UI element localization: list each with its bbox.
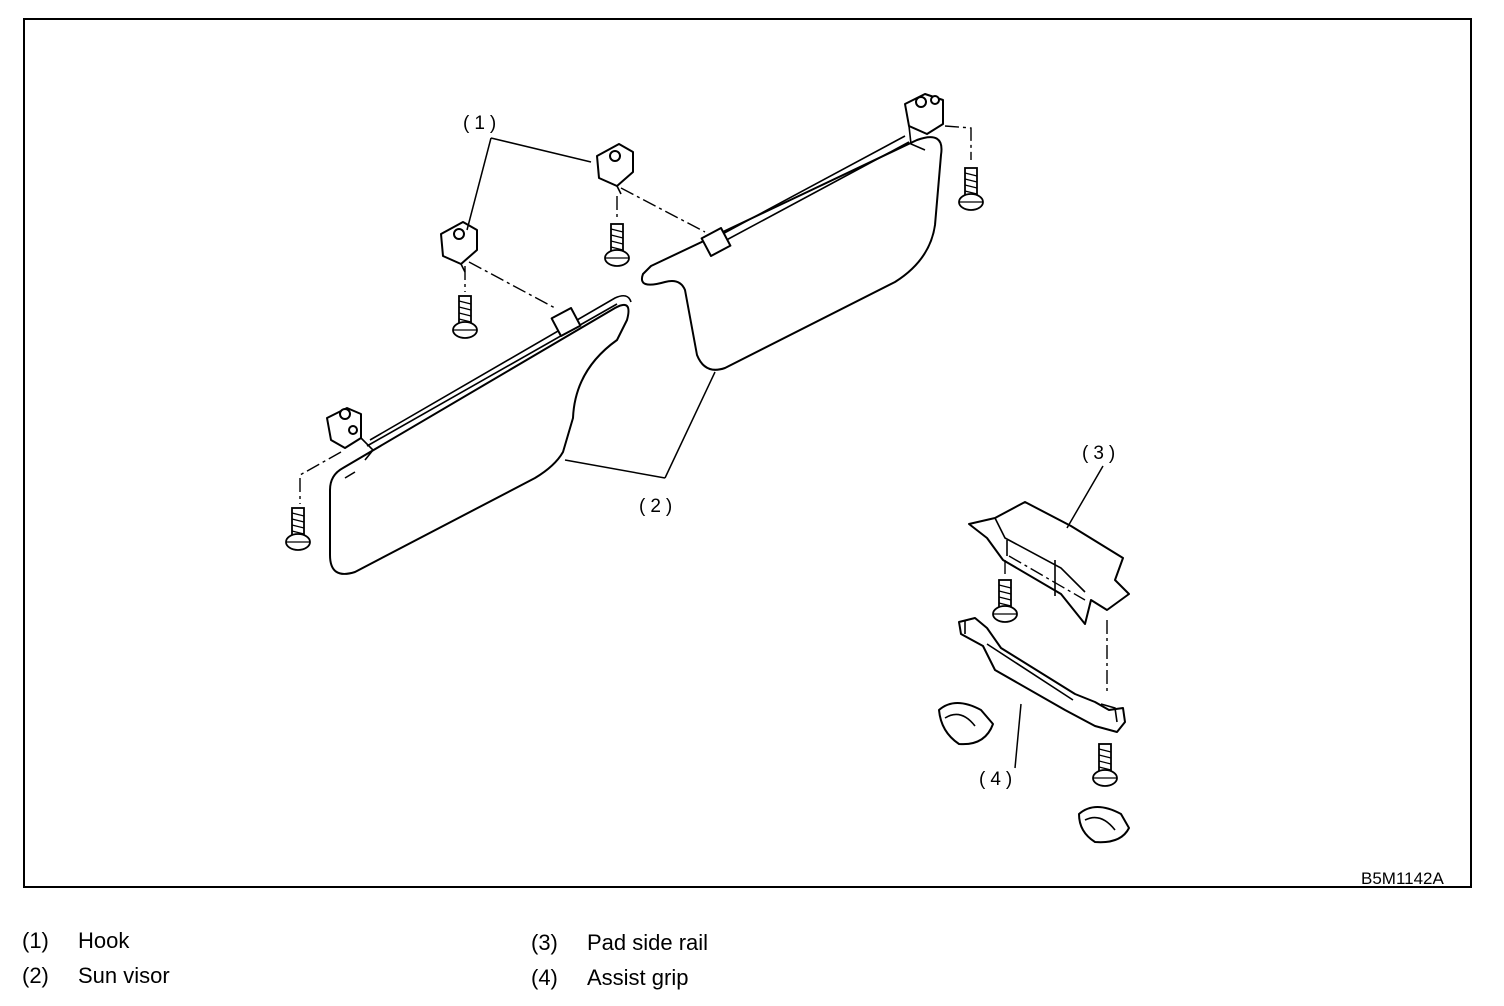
legend-label: Assist grip	[587, 965, 689, 990]
right-sun-visor	[641, 135, 943, 371]
pad-side-rail	[968, 501, 1130, 625]
legend-item-pad-side-rail: (3) Pad side rail	[531, 930, 708, 956]
legend-label: Sun visor	[78, 963, 170, 988]
right-visor-bracket	[904, 93, 944, 151]
legend-item-sun-visor: (2) Sun visor	[22, 963, 170, 989]
legend-column-left: (1) Hook (2) Sun visor	[22, 928, 170, 989]
hook-left	[440, 221, 478, 273]
parts-diagram: (1) (2) (3) (4) B5M1142A	[285, 93, 1445, 888]
grip-cover-left	[938, 702, 994, 746]
legend-item-hook: (1) Hook	[22, 928, 170, 954]
hook-right	[596, 143, 634, 195]
screw-assist-grip	[1092, 743, 1118, 787]
legend-num: (4)	[531, 965, 558, 990]
assist-grip	[958, 617, 1126, 733]
callout-4: (4)	[979, 769, 1017, 790]
screw-right-hook	[604, 223, 630, 267]
grip-cover-right	[1078, 806, 1130, 844]
legend-column-right: (3) Pad side rail (4) Assist grip	[531, 930, 708, 991]
legend-num: (2)	[22, 963, 49, 988]
legend-item-assist-grip: (4) Assist grip	[531, 965, 708, 991]
callout-2: (2)	[639, 496, 677, 517]
left-visor-bracket	[326, 407, 375, 461]
figure-code: B5M1142A	[1361, 869, 1445, 888]
callout-1: (1)	[463, 113, 501, 134]
legend-label: Pad side rail	[587, 930, 709, 955]
screw-pad-rail	[992, 579, 1018, 623]
legend-num: (3)	[531, 930, 558, 955]
left-sun-visor	[329, 294, 632, 575]
legend-label: Hook	[78, 928, 130, 953]
screw-right-visor	[958, 167, 984, 211]
callout-3: (3)	[1082, 443, 1120, 464]
figure-frame: (1) (2) (3) (4) B5M1142A	[23, 18, 1472, 888]
screw-left-hook	[452, 295, 478, 339]
screw-left-visor	[285, 507, 311, 551]
legend-num: (1)	[22, 928, 49, 953]
